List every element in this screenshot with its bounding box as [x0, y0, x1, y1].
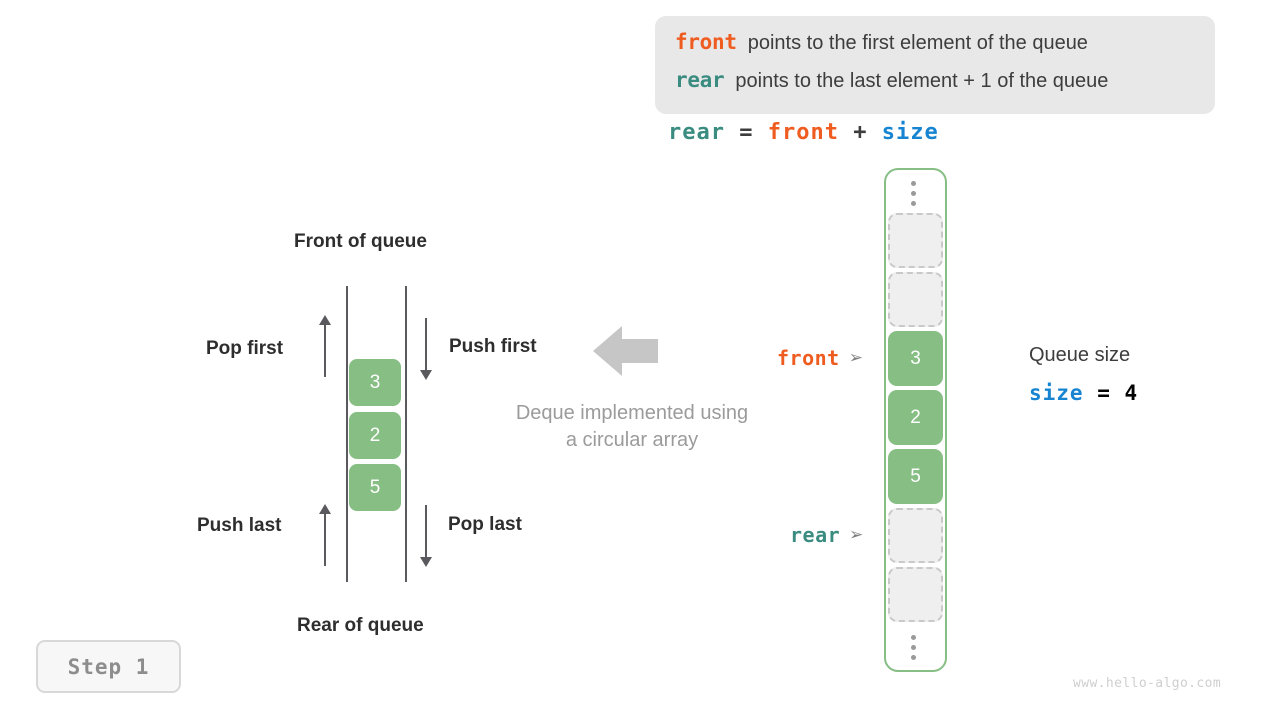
rear-formula: rear = front + size — [668, 120, 939, 145]
formula-size: size — [881, 120, 939, 145]
arrow-down-pop-last-icon — [420, 505, 432, 567]
push-last-label: Push last — [197, 515, 282, 536]
rear-of-queue-label: Rear of queue — [297, 615, 424, 636]
formula-equals: = — [739, 120, 754, 145]
formula-front: front — [767, 120, 839, 145]
info-line-front: front points to the first element of the… — [675, 30, 1195, 68]
rear-pointer: rear ➢ — [790, 523, 864, 547]
size-equals: = — [1097, 381, 1111, 405]
pop-first-label: Pop first — [206, 338, 284, 359]
front-keyword: front — [675, 30, 737, 54]
queue-size-title: Queue size — [1029, 344, 1131, 366]
size-variable: size — [1029, 381, 1084, 405]
rear-keyword: rear — [675, 68, 725, 92]
arrow-up-pop-first-icon — [319, 315, 331, 377]
circular-array-frame — [884, 168, 947, 672]
front-pointer: front ➢ — [777, 346, 863, 370]
left-pointing-arrow-icon — [593, 326, 658, 376]
vertical-ellipsis-top-icon — [911, 181, 916, 211]
size-value: 4 — [1124, 381, 1139, 405]
pop-last-label: Pop last — [448, 514, 522, 535]
push-first-label: Push first — [449, 336, 537, 357]
vertical-ellipsis-bottom-icon — [911, 635, 916, 665]
caption-line-2: a circular array — [565, 429, 699, 451]
diagram-caption: Deque implemented using a circular array — [452, 400, 812, 454]
watermark: www.hello-algo.com — [1073, 676, 1222, 691]
formula-plus: + — [853, 120, 868, 145]
front-pointer-label: front — [777, 346, 840, 370]
front-description: points to the first element of the queue — [747, 32, 1088, 54]
array-cell-filled: 3 — [888, 331, 943, 386]
rear-description: points to the last element + 1 of the qu… — [735, 70, 1109, 92]
array-cell-empty — [888, 567, 943, 622]
array-cell-filled: 5 — [888, 449, 943, 504]
array-cell-empty — [888, 508, 943, 563]
info-box: front points to the first element of the… — [655, 16, 1215, 114]
array-cell-empty — [888, 213, 943, 268]
stack-cell: 3 — [349, 359, 401, 406]
array-cell-empty — [888, 272, 943, 327]
stack-cell: 2 — [349, 412, 401, 459]
caption-line-1: Deque implemented using — [515, 402, 749, 424]
formula-rear: rear — [668, 120, 725, 145]
rear-pointer-label: rear — [790, 523, 841, 547]
arrow-down-push-first-icon — [420, 318, 432, 380]
front-of-queue-label: Front of queue — [294, 231, 427, 252]
arrow-up-push-last-icon — [319, 504, 331, 566]
deque-channel-right-rule — [405, 286, 407, 582]
pointer-arrow-icon: ➢ — [849, 525, 864, 545]
queue-size-expression: size = 4 — [1029, 381, 1138, 405]
stack-cell: 5 — [349, 464, 401, 511]
step-badge: Step 1 — [36, 640, 181, 693]
pointer-arrow-icon: ➢ — [848, 348, 864, 368]
info-line-rear: rear points to the last element + 1 of t… — [675, 68, 1195, 106]
deque-channel-left-rule — [346, 286, 348, 582]
array-cell-filled: 2 — [888, 390, 943, 445]
